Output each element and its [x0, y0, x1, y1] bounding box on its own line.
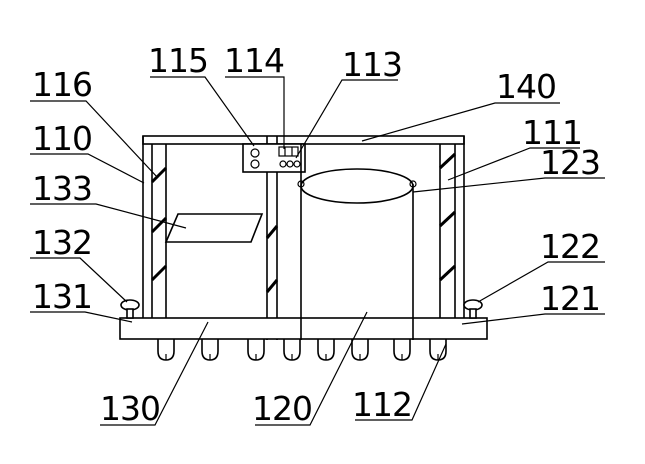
knob-left — [120, 299, 140, 319]
label-130: 130 — [100, 389, 160, 428]
nozzle-row — [157, 339, 447, 361]
ring-basket — [300, 168, 414, 204]
ring-hook-right — [409, 180, 417, 188]
right-wall — [438, 136, 465, 318]
knob-right — [463, 299, 483, 319]
label-122: 122 — [540, 227, 600, 266]
base-plate — [119, 317, 488, 340]
leader-lines — [30, 76, 605, 426]
label-132: 132 — [32, 223, 92, 262]
ring-hook-left — [297, 180, 305, 188]
label-116: 116 — [32, 65, 92, 104]
control-box — [242, 143, 306, 173]
label-131: 131 — [32, 277, 92, 316]
label-120: 120 — [252, 389, 312, 428]
label-114: 114 — [224, 41, 284, 80]
label-110: 110 — [32, 119, 92, 158]
label-112: 112 — [352, 385, 412, 424]
label-140: 140 — [496, 67, 556, 106]
label-123: 123 — [540, 143, 600, 182]
label-121: 121 — [540, 279, 600, 318]
label-133: 133 — [32, 169, 92, 208]
label-113: 113 — [342, 45, 402, 84]
top-frame — [142, 135, 465, 145]
nozzle-tips — [165, 354, 439, 360]
slanted-panel — [164, 213, 264, 243]
label-115: 115 — [148, 41, 208, 80]
label-111: 111 — [522, 113, 582, 152]
left-wall — [142, 136, 168, 318]
